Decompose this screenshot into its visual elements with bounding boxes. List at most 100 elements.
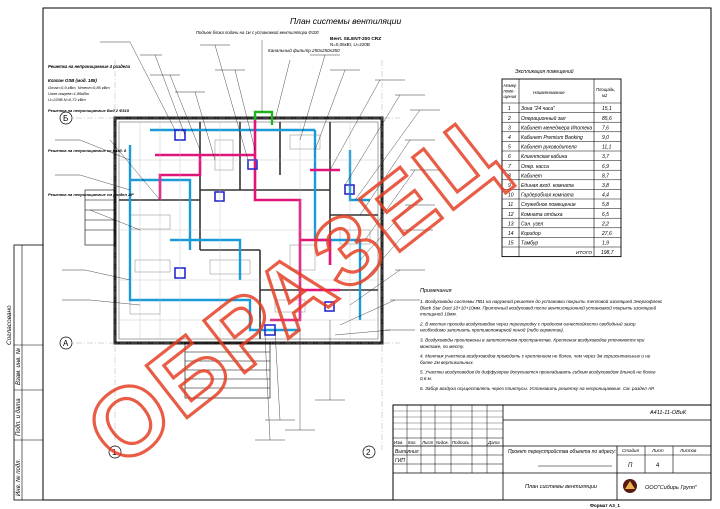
room-number: 13: [508, 221, 514, 227]
room-area: 7,6: [602, 125, 609, 131]
plan-title: План системы вентиляции: [290, 16, 401, 26]
room-number: 8: [508, 173, 511, 179]
room-table-header-number: поме-: [504, 89, 516, 94]
room-name: Клиентская кабина: [521, 154, 567, 160]
room-number: 10: [508, 193, 514, 199]
room-table-header-name: Наименование: [533, 90, 565, 95]
notes-lines: 1. Воздуховоды системы ПВ1 на наружной р…: [419, 298, 663, 391]
stamp-code: А411-11-ОВиК: [649, 410, 687, 416]
stamp-col-izm: Изм.: [394, 440, 403, 445]
note-line: необходимо заполнить противопожарной пен…: [420, 327, 564, 333]
callout-duct-filter: Канальный фильтр 250x250x350: [268, 47, 340, 53]
note-line: более 2м вертикальных.: [420, 360, 474, 365]
stamp-project-title: Проект переустройства объекта по адресу:: [508, 448, 617, 455]
stamp-col-list: Лист: [421, 440, 434, 445]
callout-top-filter: Подъем блока подачи на 1м с установкой в…: [196, 30, 319, 35]
stamp-col-kol: Кол.: [408, 440, 417, 445]
note-line: толщиной 10мм.: [420, 311, 457, 317]
callout-left-grille-3: Решетка на непроницаемые со разд. 8: [48, 148, 127, 153]
callout-left-unit-params-1: Gmax=0,9 кВт, Nтепл=0,86 кВт: [48, 85, 110, 90]
callout-unit-name: Вент. SILENT-200 CRZ: [330, 36, 381, 42]
room-number: 11: [508, 202, 513, 208]
room-number: 12: [508, 212, 514, 218]
side-label-inv: Инв. № подл.: [15, 459, 22, 496]
note-line: 6. Забор воздуха осуществлять через плин…: [420, 386, 655, 391]
room-name: Кабинет менеджера Ипотека: [521, 125, 592, 131]
room-area: 5,8: [602, 202, 609, 208]
room-name: Единая вход. комната: [521, 183, 574, 189]
room-name: Операционный зал: [521, 115, 566, 122]
room-area: 4,4: [602, 193, 609, 199]
room-name: Кабинет: [521, 173, 542, 179]
stamp-format: Формат А3_1: [590, 503, 620, 508]
room-table-header-number: Номер: [504, 83, 518, 88]
room-name: Гардеробная комната: [521, 193, 574, 199]
notes-heading: Примечания: [420, 288, 452, 294]
stamp-role-2: ГИП: [395, 458, 405, 464]
callout-left-unit-params-3: U=220В N=0,72 кВт: [48, 97, 86, 102]
side-label-replace: Взам. инв. №: [15, 347, 22, 385]
side-label-signdate: Подп. и дата: [16, 398, 22, 436]
room-total-value: 198,7: [601, 250, 614, 256]
room-total-label: ИТОГО: [576, 250, 592, 256]
note-line: 5. Участки воздуховодов до диффузоров до…: [420, 369, 656, 375]
callout-left-grille-4: Решетка на непроницаемые см раздел АР: [48, 192, 134, 197]
company-logo-icon: [623, 479, 637, 493]
room-name: Сан. узел: [521, 221, 543, 227]
stamp-col-date: Дата: [487, 440, 500, 445]
room-name: Тамбур: [521, 241, 538, 247]
callout-left-unit-params-2: Uэлп.нагрев=1,86кВт: [48, 91, 90, 96]
leader-lines: [79, 40, 421, 441]
room-table-header-area: Площадь,: [596, 87, 615, 92]
sheet-frame: [42, 7, 712, 501]
room-name: Кабинет руководителя: [521, 145, 577, 151]
title-block: [392, 404, 712, 501]
stamp-stage-value: П: [628, 463, 633, 469]
room-number: 6: [508, 154, 511, 160]
room-area: 6,5: [602, 212, 609, 218]
note-line: Black Star Duct 10+10+10мм. Приточный во…: [420, 304, 657, 310]
side-label-agreed: Согласовано: [6, 305, 13, 345]
note-line: монтаже, по месту.: [420, 344, 464, 349]
room-number: 4: [508, 135, 511, 141]
note-line: 3. Воздуховоды прокложены в запотолочном…: [420, 338, 645, 343]
room-name: Коридор: [521, 231, 541, 237]
room-area: 9,0: [602, 135, 609, 141]
note-line: 1. Воздуховоды системы ПВ1 на наружной р…: [420, 298, 663, 304]
stamp-sheet-value: 4: [656, 463, 660, 469]
room-number: 15: [508, 241, 514, 247]
room-number: 3: [508, 125, 511, 131]
room-number: 2: [507, 116, 511, 122]
axis-b: Б: [63, 114, 68, 123]
notes-block: Примечания 1. Воздуховоды системы ПВ1 на…: [419, 288, 663, 391]
room-name: Опер. касса: [521, 164, 549, 170]
note-line: 4. Монтаж участков воздуховодов проводит…: [420, 354, 651, 359]
fresh-air-duct: [253, 110, 274, 125]
room-area: 85,6: [602, 116, 612, 122]
room-number: 5: [508, 145, 511, 151]
room-area: 6,9: [602, 164, 609, 170]
note-line: 2. В местах прохода воздуховодов через п…: [419, 320, 636, 326]
callout-left-grille-2: Решетка на непроницаемые Вид 2 Ф315: [48, 108, 130, 113]
room-number: 14: [508, 231, 514, 237]
room-name: Комната отдыха: [521, 212, 563, 218]
stamp-sheet-header: Лист: [651, 448, 664, 453]
callout-left-grille-1: Решетка на непроницаемые 4 раздела: [48, 64, 131, 69]
room-area: 15,1: [602, 106, 612, 112]
room-area: 1,9: [602, 241, 609, 247]
room-name: Служебное помещение: [521, 202, 576, 208]
room-table-title: Экспликация помещений: [515, 68, 574, 75]
axis-2: 2: [366, 448, 371, 457]
room-area: 3,8: [602, 183, 609, 189]
room-name: Кабинет Premium Banking: [521, 135, 583, 141]
stamp-stage-header: Стадия: [622, 448, 639, 453]
axis-1: 1: [112, 448, 117, 457]
side-stamp: Согласовано Взам. инв. № Подп. и дата Ин…: [6, 244, 44, 501]
room-number: 7: [508, 164, 511, 170]
callout-unit-params: N=0,06кВт, U=220В: [330, 42, 370, 47]
room-number: 1: [508, 106, 511, 112]
stamp-sheet-name: План системы вентиляции: [525, 484, 597, 490]
room-area: 8,7: [602, 173, 609, 179]
callout-left-unit: Клапан ОЗВ (мод. 185): [48, 78, 97, 83]
